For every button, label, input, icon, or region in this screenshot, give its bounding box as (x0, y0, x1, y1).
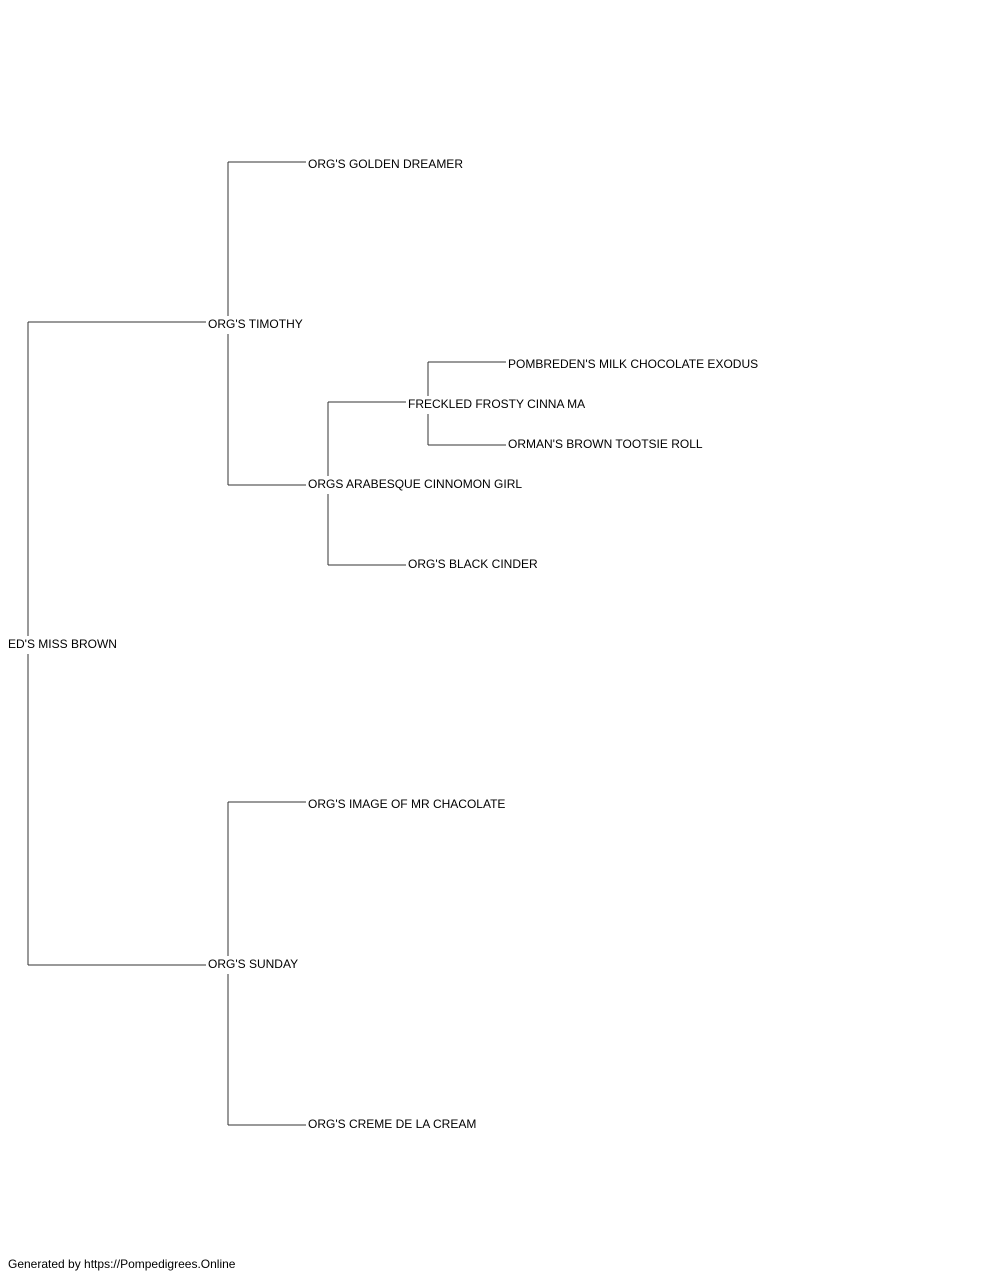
sire-dam-sire-dam-name: ORMAN'S BROWN TOOTSIE ROLL (508, 437, 703, 451)
sire-dam-dam-name: ORG'S BLACK CINDER (408, 557, 538, 571)
pedigree-names: ED'S MISS BROWN ORG'S TIMOTHY ORG'S SUND… (8, 157, 758, 1131)
sire-dam-name: ORGS ARABESQUE CINNOMON GIRL (308, 477, 522, 491)
dam-name: ORG'S SUNDAY (208, 957, 298, 971)
generated-by-footer: Generated by https://Pompedigrees.Online (8, 1257, 236, 1271)
sire-name: ORG'S TIMOTHY (208, 317, 303, 331)
subject-name: ED'S MISS BROWN (8, 637, 117, 651)
sire-sire-name: ORG'S GOLDEN DREAMER (308, 157, 463, 171)
sire-dam-sire-sire-name: POMBREDEN'S MILK CHOCOLATE EXODUS (508, 357, 758, 371)
dam-dam-name: ORG'S CREME DE LA CREAM (308, 1117, 476, 1131)
pedigree-connectors (27, 161, 506, 1126)
sire-dam-sire-name: FRECKLED FROSTY CINNA MA (408, 397, 585, 411)
dam-sire-name: ORG'S IMAGE OF MR CHACOLATE (308, 797, 505, 811)
